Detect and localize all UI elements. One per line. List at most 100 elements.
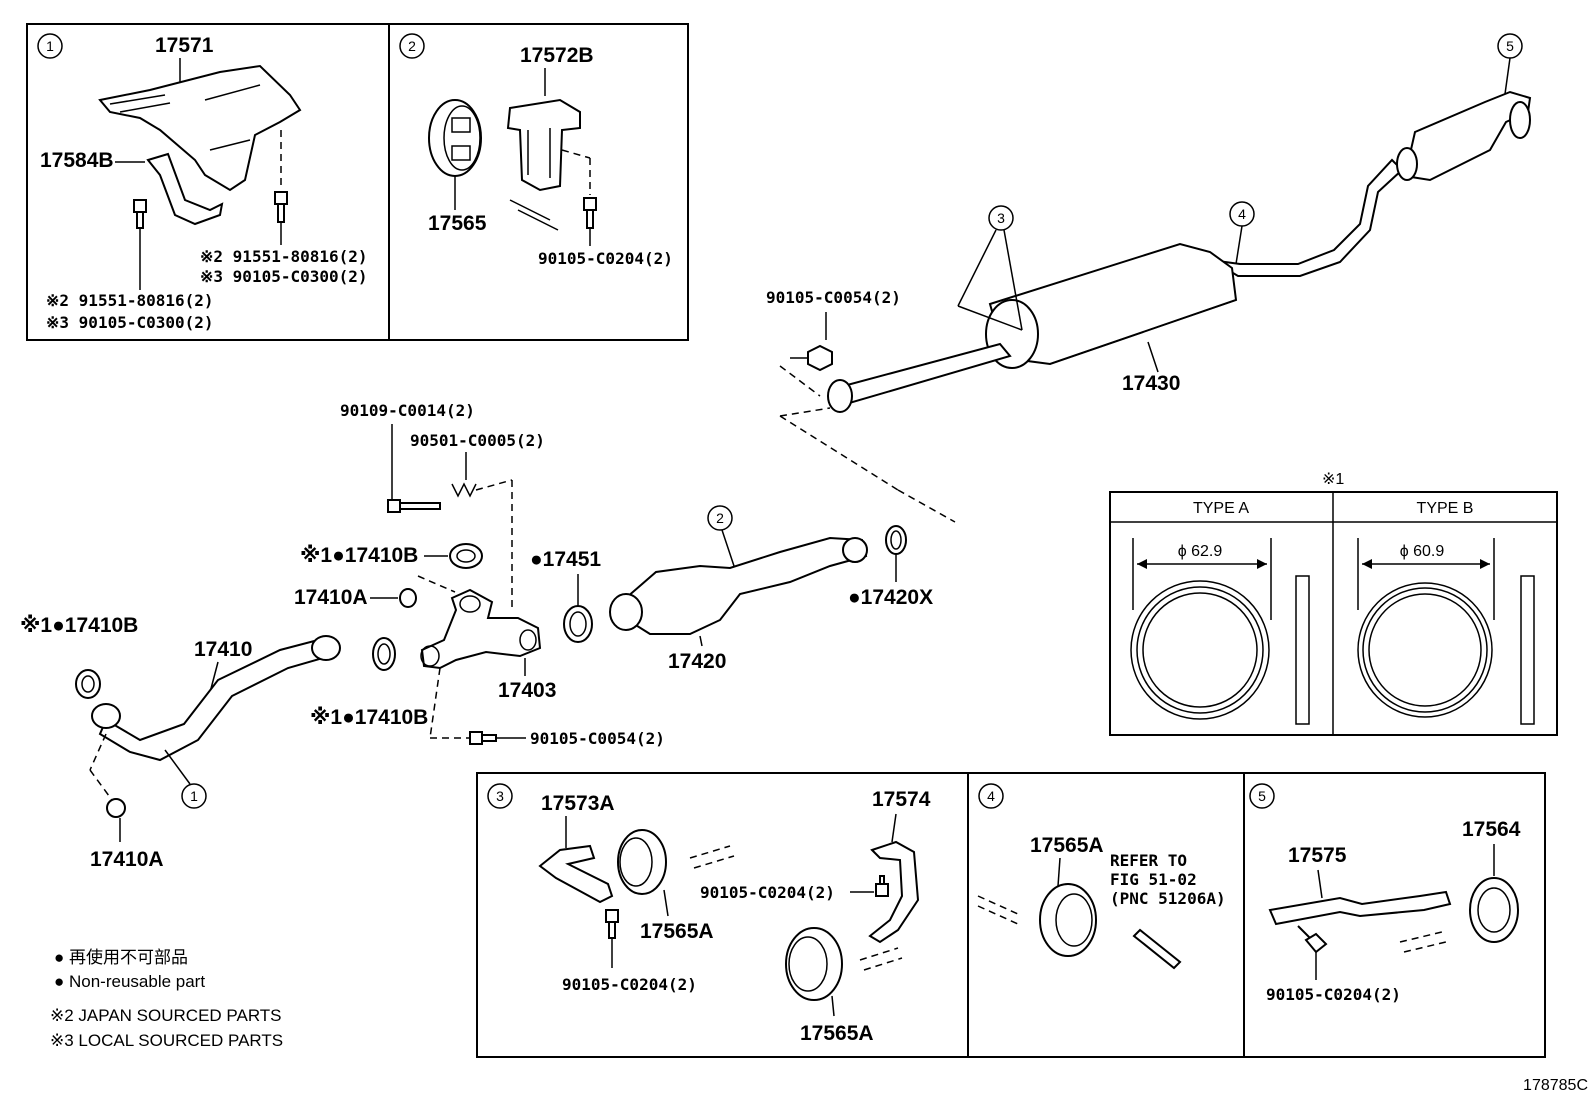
gasket-table-note: ※1 (1322, 471, 1344, 488)
bolt-right-label-a: ※2 91551-80816(2) (200, 247, 368, 266)
bolt-right-icon (274, 191, 288, 223)
type-a-header: TYPE A (1193, 500, 1249, 517)
inset5-bolt-icon (1297, 925, 1328, 954)
part-17574-bracket (868, 840, 920, 944)
callout-3-inset-label: 3 (496, 788, 504, 804)
part-17565-hanger (428, 99, 482, 177)
gasket-17451 (563, 605, 593, 643)
spring-icon (451, 482, 477, 498)
inset5-bolt-label: 90105-C0204(2) (1266, 985, 1401, 1004)
part-17420-label: 17420 (668, 650, 726, 673)
gasket-17410b-1 (449, 543, 483, 569)
callout-2-circle (399, 33, 425, 59)
center-pipe (834, 342, 1012, 406)
bolt-label: 90105-C0204(2) (538, 249, 673, 268)
inset3-bolt-b-icon (875, 875, 889, 897)
legend-local-sourced: ※3 LOCAL SOURCED PARTS (50, 1031, 283, 1050)
bolt-left-label-a: ※2 91551-80816(2) (46, 291, 214, 310)
callout-5-label: 5 (1506, 38, 1514, 54)
legend-non-reusable-jp: ● 再使用不可部品 (54, 947, 188, 967)
inset-3-4-5-frame (476, 772, 1546, 1058)
bolt-left-label-b: ※3 90105-C0300(2) (46, 313, 214, 332)
callout-5-inset-circle (1249, 783, 1275, 809)
legend-non-reusable-en: ● Non-reusable part (54, 972, 205, 991)
gasket-type-table: ※1 TYPE A TYPE B ϕ 62.9 ϕ 60.9 (1109, 471, 1558, 736)
part-17420-converter (610, 536, 868, 635)
callout-4-inset-circle (978, 783, 1004, 809)
inset-5: 5 17575 17564 90105-C0204(2) (1249, 783, 1521, 1004)
rear-exhaust: 5 4 3 17430 90105-C0054(2) (766, 33, 1532, 523)
inset-4: 4 17565A REFER TO FIG 51-02 (PNC 51206A) (977, 783, 1226, 970)
callout-3-circle (988, 205, 1014, 231)
callout-1-main-label: 1 (190, 788, 198, 804)
callout-2-main-circle (707, 505, 733, 531)
nut-17410a-2-label: 17410A (90, 848, 164, 871)
type-a-dimension: ϕ 62.9 (1178, 543, 1223, 560)
nut-17410a-2 (106, 798, 126, 818)
rear-bolt-label: 90105-C0054(2) (766, 288, 901, 307)
front-bolt-icon (387, 499, 441, 513)
bolt-icon (583, 197, 597, 229)
refer-line-2: FIG 51-02 (1110, 870, 1197, 889)
part-17410-label: 17410 (194, 638, 252, 661)
part-17572b-label: 17572B (520, 44, 594, 67)
inset3-bolt-b-label: 90105-C0204(2) (700, 883, 835, 902)
hanger-17565a-a-label: 17565A (640, 920, 714, 943)
tail-pipe (1223, 158, 1404, 277)
part-17403-label: 17403 (498, 679, 556, 702)
hanger-17565a-inset4 (1039, 883, 1097, 957)
part-17430-label: 17430 (1122, 372, 1180, 395)
callout-1-label: 1 (46, 38, 54, 54)
gasket-17410b-3-label: ※1●17410B (310, 706, 428, 729)
callout-5-inset-label: 5 (1258, 788, 1266, 804)
type-b-dimension: ϕ 60.9 (1400, 543, 1445, 560)
bolt-right-label-b: ※3 90105-C0300(2) (200, 267, 368, 286)
part-17575-bracket (1268, 890, 1452, 926)
bolt-left-icon (133, 199, 147, 229)
part-17565a-inset4-label: 17565A (1030, 834, 1104, 857)
part-17565-label: 17565 (428, 212, 487, 235)
type-b-gasket-section (1520, 575, 1535, 725)
rear-muffler (1403, 90, 1532, 182)
inset-1-2-frame (26, 23, 689, 341)
spring-label: 90501-C0005(2) (410, 431, 545, 450)
inset-3: 3 17573A 90105-C0204(2) 17565A 17574 901… (487, 783, 931, 1045)
part-17564-label: 17564 (1462, 818, 1521, 841)
type-b-header: TYPE B (1417, 500, 1474, 517)
hanger-17565a-a (617, 829, 667, 895)
callout-4-label: 4 (1238, 206, 1246, 222)
part-17573a-bracket (538, 844, 614, 904)
part-17410-pipe (98, 638, 332, 762)
part-17571-label: 17571 (155, 34, 214, 57)
center-pipe-flange (827, 379, 853, 413)
part-17572b-bracket (506, 98, 581, 192)
type-a-gasket-outer (1130, 580, 1270, 720)
gasket-17451-label: ●17451 (530, 548, 601, 571)
part-17573a-label: 17573A (541, 792, 615, 815)
type-b-gasket-outer (1357, 582, 1493, 718)
part-17584b-label: 17584B (40, 149, 114, 172)
part-17403-pipe (420, 588, 542, 670)
gasket-17410b-2 (75, 669, 101, 699)
refer-line-3: (PNC 51206A) (1110, 889, 1226, 908)
inset-1: 1 17571 17584B ※2 91551-80816(2) ※3 9010… (37, 33, 368, 332)
rear-bolt-icon (807, 344, 833, 372)
tail-tip (1509, 101, 1531, 139)
front-exhaust: 90109-C0014(2) 90501-C0005(2) ※1●17410B … (20, 401, 933, 871)
part-17575-label: 17575 (1288, 844, 1347, 867)
gasket-17410b-3 (372, 637, 396, 671)
legend-japan-sourced: ※2 JAPAN SOURCED PARTS (50, 1006, 282, 1025)
gasket-17420x (885, 525, 907, 555)
front-bolt-label: 90109-C0014(2) (340, 401, 475, 420)
gasket-17410b-1-label: ※1●17410B (300, 544, 418, 567)
type-a-gasket-section (1295, 575, 1310, 725)
callout-1-circle (37, 33, 63, 59)
gasket-17420x-label: ●17420X (848, 586, 933, 609)
inset3-bolt-a-icon (605, 909, 619, 939)
refer-rod (1132, 928, 1182, 970)
callout-2-main-label: 2 (716, 510, 724, 526)
callout-1-main-circle (181, 783, 207, 809)
callout-3-inset-circle (487, 783, 513, 809)
inset3-bolt-a-label: 90105-C0204(2) (562, 975, 697, 994)
